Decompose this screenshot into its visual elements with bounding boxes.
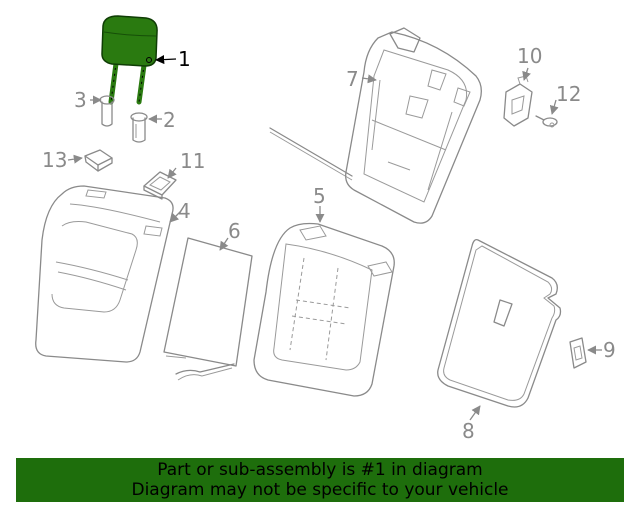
callout-label-7: 7 (346, 67, 359, 91)
callout-label-6: 6 (228, 219, 241, 243)
callout-label-3: 3 (74, 88, 87, 112)
notice-line-1: Part or sub-assembly is #1 in diagram (157, 460, 483, 480)
callout-3: 3 (74, 88, 102, 112)
callout-10: 10 (517, 44, 542, 81)
callout-13: 13 (42, 148, 83, 172)
seat-back-pad-part-5[interactable] (253, 222, 395, 397)
callout-label-10: 10 (517, 44, 542, 68)
clip-part-9[interactable] (569, 337, 587, 369)
parts-diagram: 1 2 3 4 5 6 7 8 9 10 11 12 (35, 15, 616, 443)
callout-label-4: 4 (178, 199, 191, 223)
notice-line-2: Diagram may not be specific to your vehi… (131, 480, 509, 500)
callout-label-12: 12 (556, 82, 581, 106)
callout-1: 1 (155, 47, 191, 71)
seat-back-frame-part-7[interactable] (269, 27, 482, 224)
seat-back-cover-part-4[interactable] (35, 185, 174, 363)
pad-part-6[interactable] (163, 237, 253, 381)
clip-part-13[interactable] (84, 149, 113, 172)
callout-label-9: 9 (603, 338, 616, 362)
headrest-part-1[interactable] (101, 15, 158, 105)
callout-label-2: 2 (163, 108, 176, 132)
callout-label-8: 8 (462, 419, 475, 443)
callout-4: 4 (169, 199, 191, 223)
callout-5: 5 (313, 184, 326, 223)
back-panel-part-8[interactable] (437, 238, 562, 408)
bolt-part-12[interactable] (535, 115, 558, 128)
callout-11: 11 (167, 149, 205, 179)
callout-9: 9 (587, 338, 616, 362)
callout-6: 6 (219, 219, 241, 251)
callout-label-5: 5 (313, 184, 326, 208)
headrest-guide-part-2[interactable] (130, 112, 148, 143)
callout-7: 7 (346, 67, 377, 91)
callout-12: 12 (549, 82, 581, 115)
callout-label-13: 13 (42, 148, 67, 172)
callout-label-1: 1 (178, 47, 191, 71)
callout-2: 2 (148, 108, 176, 132)
notice-banner: Part or sub-assembly is #1 in diagram Di… (16, 458, 624, 502)
callout-label-11: 11 (180, 149, 205, 173)
lock-part-10[interactable] (503, 75, 533, 127)
callout-8: 8 (462, 405, 481, 443)
